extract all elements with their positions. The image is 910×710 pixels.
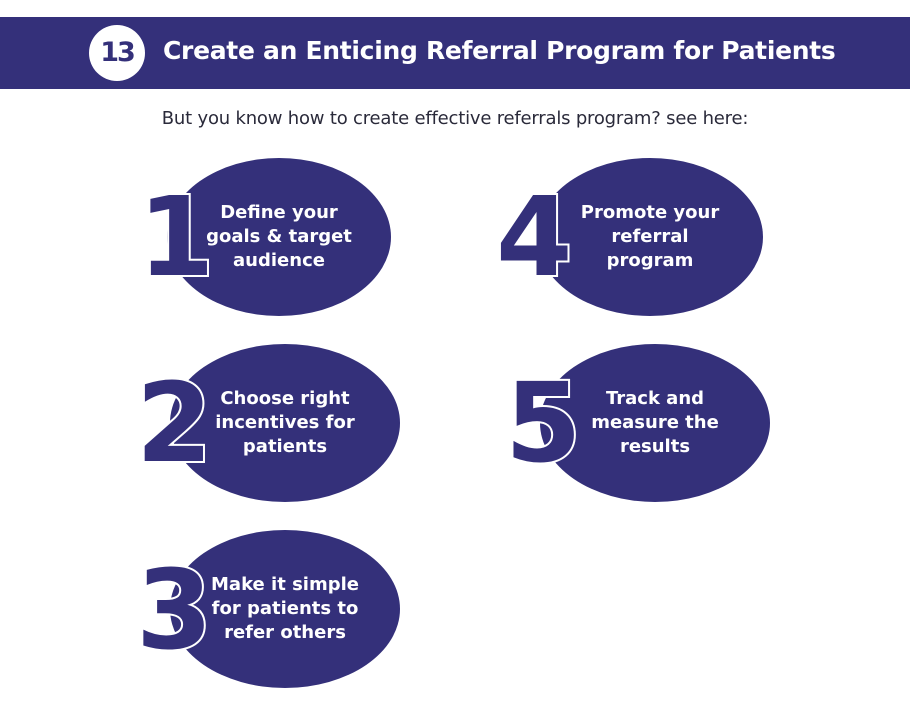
section-number-badge: 13 (89, 25, 145, 81)
header-banner: 13 Create an Enticing Referral Program f… (0, 17, 910, 89)
step-3-text: Make it simple for patients to refer oth… (211, 574, 359, 643)
step-4-ellipse: Promote your referral program (537, 158, 763, 316)
page-title: Create an Enticing Referral Program for … (163, 36, 836, 65)
step-4-number: 4 (494, 173, 575, 301)
intro-text: But you know how to create effective ref… (161, 108, 749, 129)
step-2-text: Choose right incentives for patients (215, 388, 355, 457)
step-3-ellipse: Make it simple for patients to refer oth… (170, 530, 400, 688)
step-5-text: Track and measure the results (591, 388, 719, 457)
step-5-ellipse: Track and measure the results (540, 344, 770, 502)
step-1-number: 1 (136, 173, 217, 301)
step-3-number: 3 (134, 546, 215, 674)
step-1-text: Define your goals & target audience (206, 202, 352, 271)
step-4-text: Promote your referral program (580, 202, 720, 271)
step-2-ellipse: Choose right incentives for patients (170, 344, 400, 502)
step-1-ellipse: Define your goals & target audience (167, 158, 391, 316)
step-2-number: 2 (134, 359, 215, 487)
step-5-number: 5 (503, 359, 584, 487)
